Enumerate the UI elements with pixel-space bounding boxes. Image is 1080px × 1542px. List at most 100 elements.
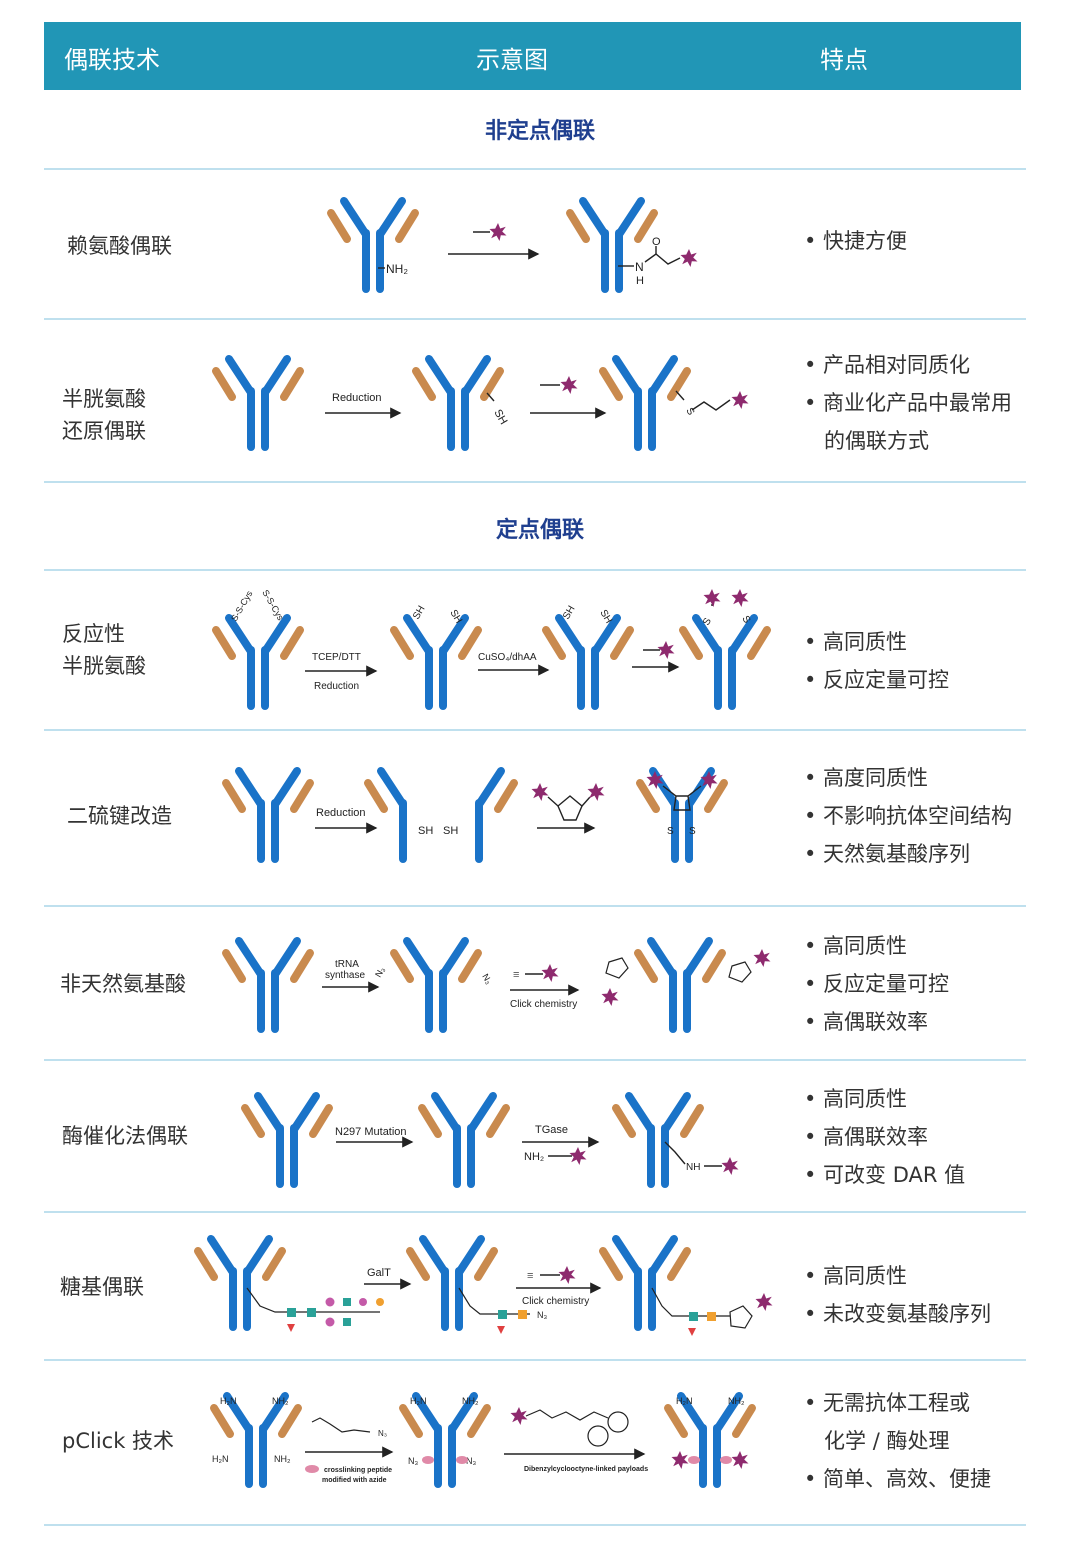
diagram-enzymatic: N297 Mutation TGase NH₂ NH — [245, 1096, 739, 1184]
label-h: H — [636, 275, 644, 287]
divider — [44, 318, 1026, 320]
svg-text:N₃: N₃ — [373, 965, 387, 979]
row-label-pclick: pClick 技术 — [62, 1429, 175, 1453]
svg-text:N₃: N₃ — [408, 1456, 418, 1466]
svg-text:NH₂: NH₂ — [274, 1454, 291, 1464]
svg-text:SH: SH — [443, 825, 458, 837]
payload-icon — [680, 249, 698, 267]
payload-icon — [601, 988, 619, 1006]
antibody-icon — [394, 618, 478, 706]
header-diagram: 示意图 — [476, 46, 548, 74]
divider — [44, 1059, 1026, 1061]
features-lysine: • 快捷方便 — [804, 229, 908, 253]
label-galt: GalT — [367, 1267, 391, 1279]
antibody-icon — [394, 941, 478, 1029]
payload-icon — [560, 376, 578, 394]
svg-text:N₃: N₃ — [480, 972, 494, 986]
features-reactive-cys: • 高同质性• 反应定量可控 — [804, 630, 950, 692]
antibody-icon — [683, 618, 767, 706]
header-feature: 特点 — [820, 46, 868, 74]
diagram-lysine: NH₂ N H O — [331, 201, 698, 289]
divider — [44, 569, 1026, 571]
svg-text:N₃: N₃ — [466, 1456, 476, 1466]
svg-text:NH₂: NH₂ — [272, 1396, 289, 1406]
section-title-site: 定点偶联 — [495, 518, 584, 543]
antibody-icon — [198, 1239, 282, 1327]
row-label-glyco: 糖基偶联 — [60, 1275, 144, 1299]
svg-text:N: N — [635, 260, 644, 274]
svg-text:N₃: N₃ — [537, 1310, 547, 1320]
diagram-pclick: H₂N NH₂ H₂N NH₂ N₃ crosslinking peptide … — [212, 1396, 752, 1484]
features-unnatural-aa: • 高同质性• 反应定量可控• 高偶联效率 — [804, 934, 950, 1034]
features-pclick: • 无需抗体工程或 化学 / 酶处理• 简单、高效、便捷 — [804, 1391, 992, 1491]
svg-text:SH: SH — [411, 604, 427, 622]
label-reduction: Reduction — [314, 681, 359, 692]
payload-icon — [753, 949, 771, 967]
payload-icon — [587, 783, 605, 801]
diagram-glyco: GalT N₃ ≡ Click chemistry — [198, 1239, 773, 1336]
row-label-unnatural-aa: 非天然氨基酸 — [60, 972, 186, 996]
antibody-icon — [226, 771, 310, 859]
payload-icon — [558, 1266, 576, 1284]
svg-text:crosslinking peptide: crosslinking peptide — [324, 1467, 392, 1474]
diagram-disulfide: Reduction SH SH S S — [226, 771, 724, 859]
svg-text:H₂N: H₂N — [676, 1396, 693, 1406]
antibody-icon — [245, 1096, 329, 1184]
payload-icon — [489, 223, 507, 241]
diagram-cys-reduction: Reduction SH S — [216, 359, 749, 447]
svg-text:H₂N: H₂N — [212, 1454, 229, 1464]
svg-text:modified with azide: modified with azide — [322, 1477, 387, 1484]
table-header: 偶联技术 示意图 特点 — [44, 22, 1021, 90]
antibody-icon — [214, 1396, 298, 1484]
svg-text:S: S — [689, 826, 696, 837]
features-disulfide: • 高度同质性• 不影响抗体空间结构• 天然氨基酸序列 — [804, 766, 1013, 866]
svg-text:Click chemistry: Click chemistry — [522, 1296, 589, 1307]
features-glyco: • 高同质性• 未改变氨基酸序列 — [804, 1264, 992, 1326]
row-label-reactive-cys: 反应性半胱氨酸 — [62, 622, 146, 678]
label-reduction: Reduction — [332, 392, 382, 404]
payload-icon — [569, 1147, 587, 1165]
header-tech: 偶联技术 — [64, 46, 160, 74]
payload-icon — [731, 1451, 749, 1469]
antibody-half-icon — [368, 771, 403, 859]
payload-icon — [541, 964, 559, 982]
svg-text:S: S — [739, 614, 752, 626]
antibody-icon — [226, 941, 310, 1029]
payload-icon — [755, 1293, 773, 1311]
svg-text:≡: ≡ — [527, 1270, 533, 1282]
label-nh2: NH₂ — [386, 262, 408, 276]
antibody-icon — [422, 1096, 506, 1184]
divider — [44, 729, 1026, 731]
label-reduction: Reduction — [316, 807, 366, 819]
svg-text:tRNA: tRNA — [335, 959, 359, 970]
antibody-icon — [603, 359, 687, 447]
svg-text:SH: SH — [418, 825, 433, 837]
svg-text:H₂N: H₂N — [410, 1396, 427, 1406]
svg-text:S: S — [667, 826, 674, 837]
antibody-icon — [416, 359, 500, 447]
row-label-enzymatic: 酶催化法偶联 — [62, 1124, 188, 1148]
svg-text:NH₂: NH₂ — [462, 1396, 479, 1406]
payload-icon — [510, 1407, 528, 1425]
antibody-icon — [668, 1396, 752, 1484]
divider — [44, 905, 1026, 907]
label-s: S — [683, 406, 696, 418]
antibody-icon — [216, 359, 300, 447]
diagram-reactive-cys: S-S-Cys S-S-Cys TCEP/DTT Reduction SH SH… — [216, 588, 767, 706]
svg-text:≡: ≡ — [513, 969, 519, 981]
divider — [44, 1359, 1026, 1361]
antibody-icon — [546, 618, 630, 706]
payload-icon — [703, 589, 721, 607]
label-n297: N297 Mutation — [335, 1126, 407, 1138]
label-sh: SH — [491, 408, 509, 427]
section-title-non-site: 非定点偶联 — [484, 119, 595, 144]
svg-text:NH₂: NH₂ — [728, 1396, 745, 1406]
diagram-unnatural-aa: tRNA synthase N₃ N₃ ≡ Click chemistry — [226, 941, 771, 1029]
antibody-icon — [216, 618, 300, 706]
row-label-disulfide: 二硫键改造 — [67, 804, 172, 828]
label-tcep: TCEP/DTT — [312, 652, 361, 663]
features-cys-reduction: • 产品相对同质化• 商业化产品中最常用 的偶联方式 — [804, 353, 1013, 453]
payload-icon — [721, 1157, 739, 1175]
payload-icon — [671, 1451, 689, 1469]
